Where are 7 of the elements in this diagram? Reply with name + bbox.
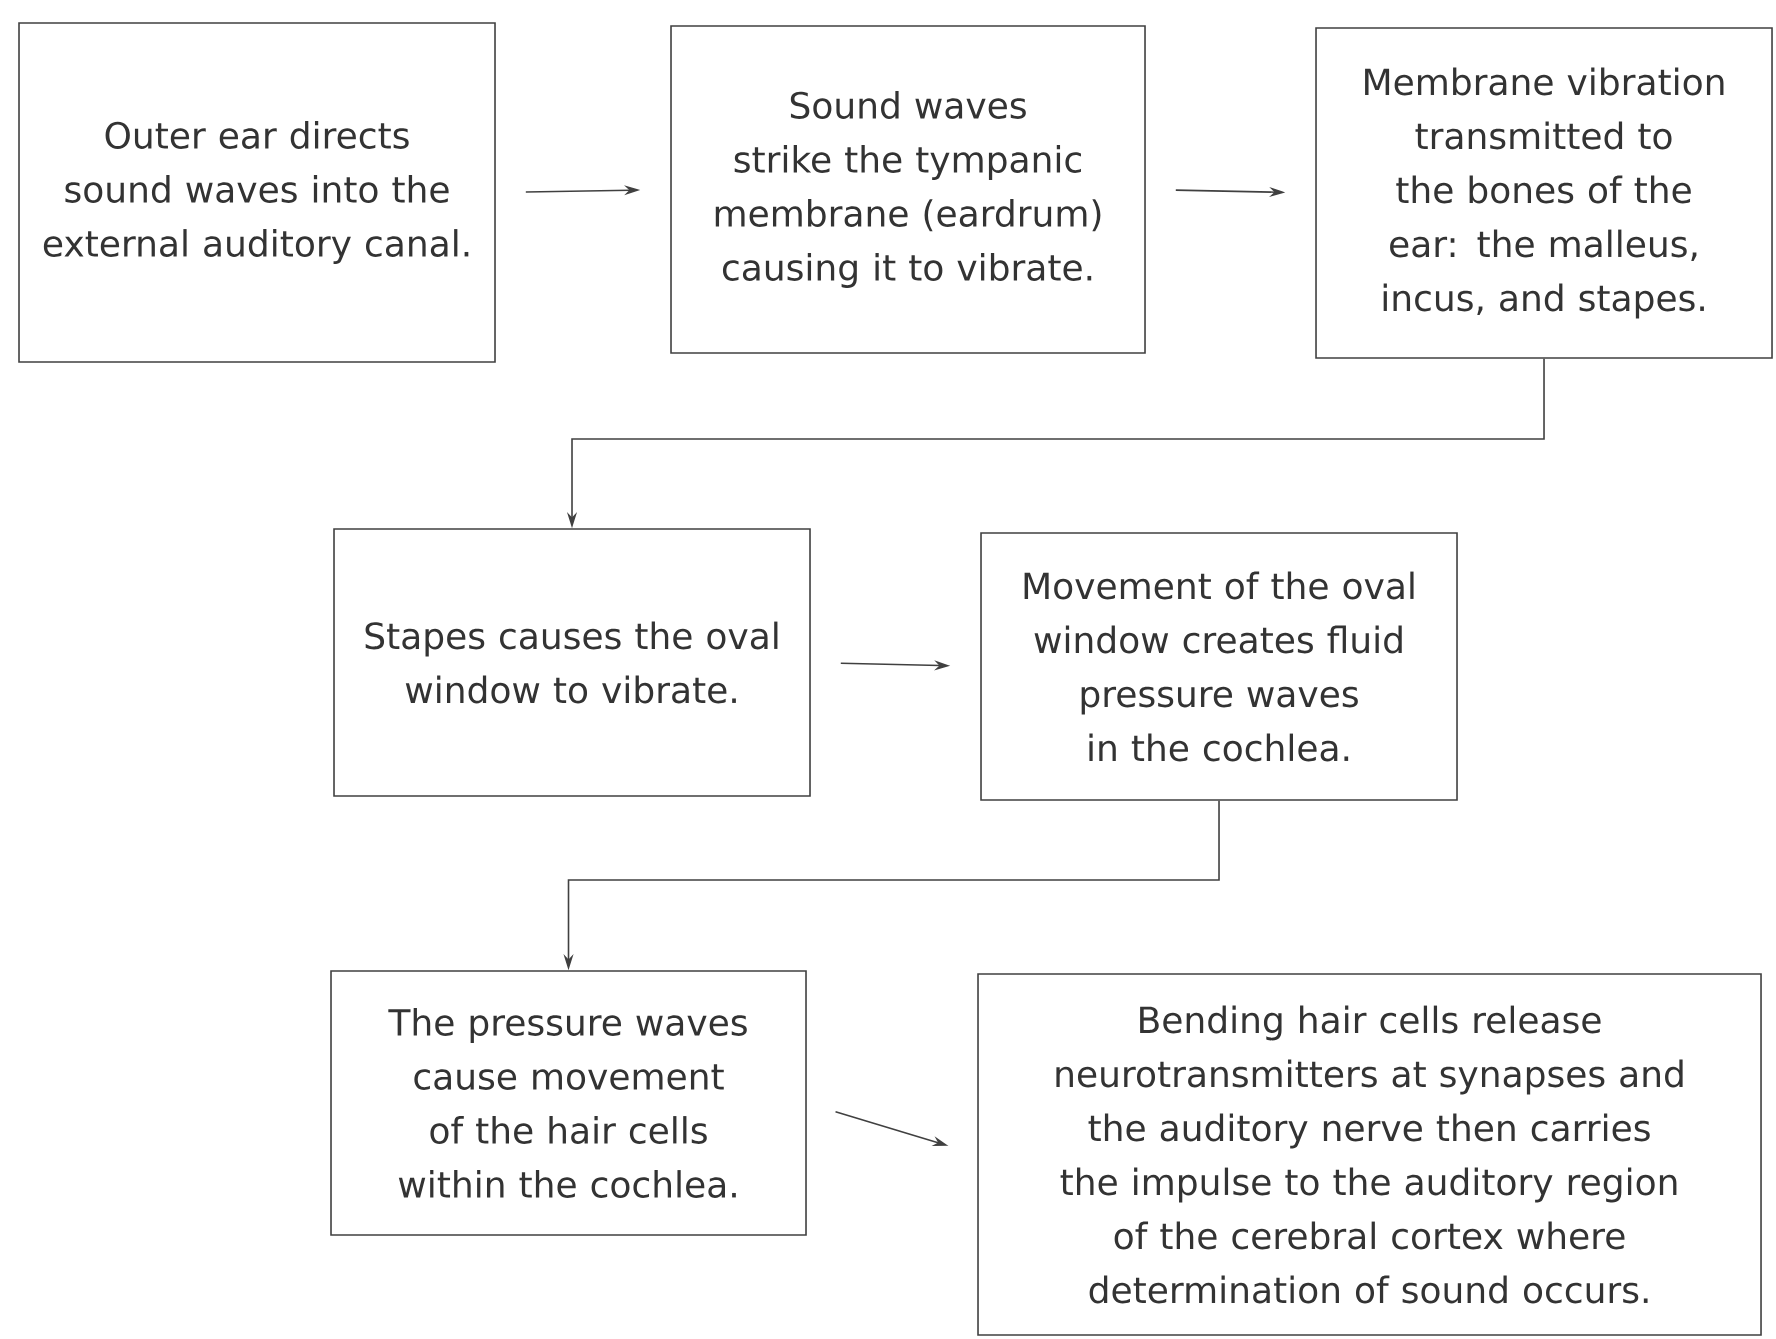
process-box: Stapes causes the oval window to vibrate. bbox=[333, 528, 811, 797]
process-box: Bending hair cells release neurotransmitters at synapses and the auditory nerve then carries the impulse to the auditory region of the cerebral cortex where determination of sound occurs. bbox=[977, 973, 1762, 1336]
process-box: Membrane vibration transmitted to the bones of the ear: the malleus, incus, and stapes. bbox=[1315, 27, 1773, 359]
process-box: Sound waves strike the tympanic membrane (eardrum) causing it to vibrate. bbox=[670, 25, 1146, 354]
process-box: The pressure waves cause movement of the hair cells within the cochlea. bbox=[330, 970, 807, 1236]
process-box: Movement of the oval window creates fluid pressure waves in the cochlea. bbox=[980, 532, 1458, 801]
process-box: Outer ear directs sound waves into the external auditory canal. bbox=[18, 22, 496, 363]
